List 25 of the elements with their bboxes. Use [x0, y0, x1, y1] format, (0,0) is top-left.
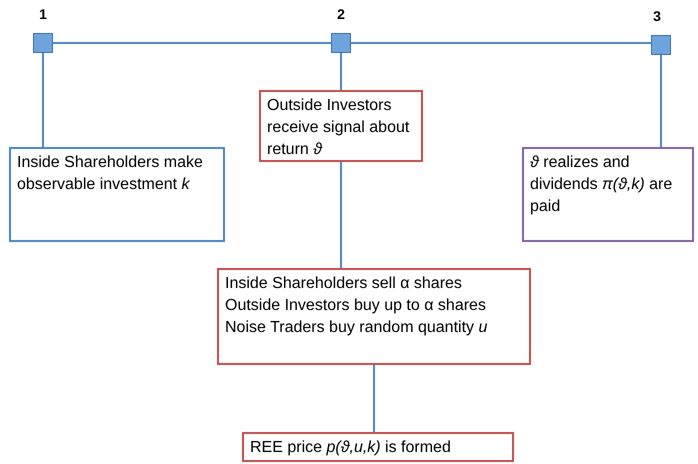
connector-line — [340, 53, 342, 90]
timeline-marker — [331, 33, 351, 53]
event-text: Inside Shareholders make observable investment k — [17, 153, 204, 195]
connector-line — [351, 42, 651, 44]
connector-line — [340, 162, 342, 268]
connector-line — [53, 42, 331, 44]
connector-line — [660, 55, 662, 147]
connector-line — [42, 53, 44, 147]
event-box — [217, 268, 531, 365]
period-number: 1 — [39, 6, 47, 22]
event-text: REE price p(ϑ,u,k) is formed — [250, 438, 452, 458]
event-text: Noise Traders buy random quantity u — [225, 318, 488, 338]
timeline-marker — [651, 35, 671, 55]
event-text: ϑ realizes and dividends π(ϑ,k) are paid — [530, 153, 674, 217]
event-box — [522, 147, 694, 242]
timeline-marker — [33, 33, 53, 53]
event-box — [242, 432, 514, 462]
event-text: Outside Investors buy up to α shares — [225, 296, 487, 316]
event-box — [259, 90, 423, 162]
event-box — [9, 147, 225, 242]
event-text: Outside Investors receive signal about return ϑ — [267, 96, 410, 160]
period-number: 2 — [337, 6, 345, 22]
connector-line — [373, 365, 375, 432]
event-text: Inside Shareholders sell α shares — [225, 274, 463, 294]
period-number: 3 — [653, 8, 661, 24]
